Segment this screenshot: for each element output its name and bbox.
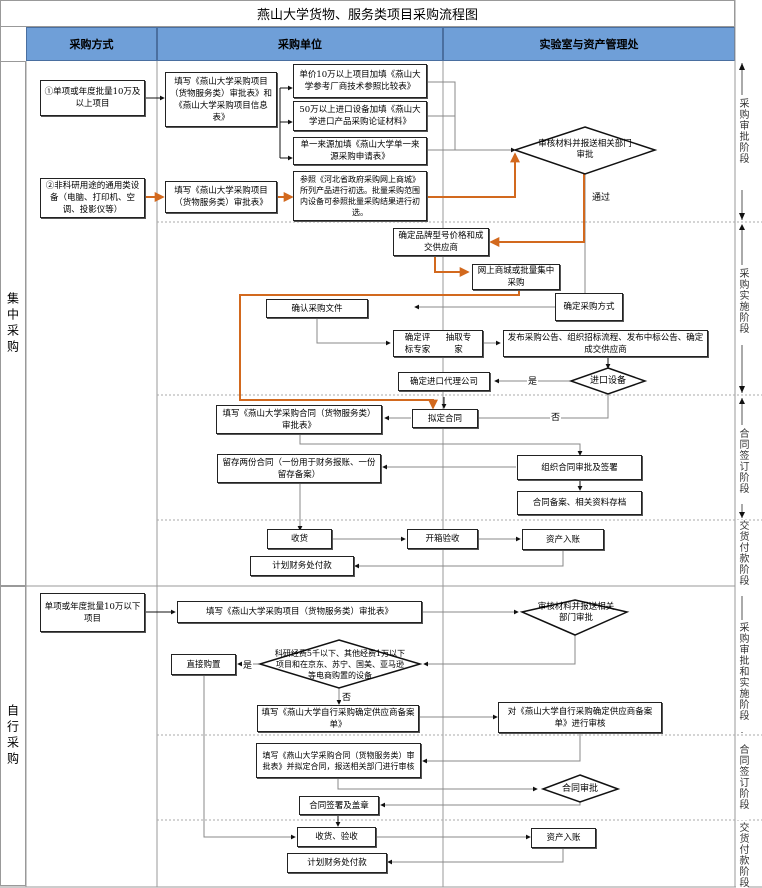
option-single-source[interactable]: 单一来源加填《燕山大学单一来源采购申请表》 bbox=[293, 137, 427, 165]
column-header-unit: 采购单位 bbox=[157, 27, 443, 61]
fill-approval-and-info-forms[interactable]: 填写《燕山大学采购项目（货物服务类）审批表》和《燕山大学采购项目信息表》 bbox=[165, 72, 277, 127]
online-mall-batch-purchase[interactable]: 网上商城或批量集中采购 bbox=[472, 264, 560, 290]
import-equipment-label[interactable]: 进口设备 bbox=[589, 375, 626, 386]
self-receive-inspect[interactable]: 收货、验收 bbox=[297, 827, 376, 847]
publish-tender[interactable]: 发布采购公告、组织招标流程、发布中标公告、确定成交供应商 bbox=[503, 330, 708, 357]
stage-label-self-approval: 采购审批和实施阶段 bbox=[736, 622, 748, 732]
draw-experts: 抽取专家 bbox=[445, 332, 472, 355]
stage-label-approval: 采购审批阶段 bbox=[736, 98, 748, 188]
import-yes-label: 是 bbox=[527, 374, 539, 387]
self-review-label[interactable]: 审核材料并报送相关部门审批 bbox=[537, 602, 615, 623]
stage-label-implementation: 采购实施阶段 bbox=[736, 268, 748, 344]
central-review-label[interactable]: 审核材料并报送相关部门审批 bbox=[538, 139, 632, 160]
confirm-procurement-method[interactable]: 确定采购方式 bbox=[555, 293, 623, 321]
asset-registration[interactable]: 资产入账 bbox=[522, 529, 604, 550]
stage-label-self-delivery: 交货付款阶段 bbox=[736, 822, 748, 888]
stage-label-self-contract: 合同签订阶段 bbox=[736, 744, 748, 820]
lane-label-self: 自行采购 bbox=[0, 586, 26, 886]
confirm-brand-supplier[interactable]: 确定品牌型号价格和成交供应商 bbox=[393, 228, 489, 256]
review-supplier-record[interactable]: 对《燕山大学自行采购确定供应商备案单》进行审核 bbox=[498, 702, 662, 733]
draft-contract[interactable]: 拟定合同 bbox=[412, 409, 478, 428]
open-box-inspection[interactable]: 开箱验收 bbox=[407, 529, 478, 549]
option-import-justification[interactable]: 50万以上进口设备加填《燕山大学进口产品采购论证材料》 bbox=[293, 101, 427, 131]
expert-selection[interactable]: 确定评标专家 抽取专家 bbox=[393, 330, 483, 357]
self-asset-registration[interactable]: 资产入账 bbox=[531, 828, 596, 848]
stage-label-delivery: 交货付款阶段 bbox=[736, 520, 748, 596]
fill-approval-form[interactable]: 填写《燕山大学采购项目（货物服务类）审批表》 bbox=[165, 181, 277, 213]
contract-archive[interactable]: 合同备案、相关资料存档 bbox=[517, 491, 642, 515]
condition-no-label: 否 bbox=[341, 690, 353, 703]
confirm-import-agent[interactable]: 确定进口代理公司 bbox=[398, 372, 490, 391]
pass-label: 通过 bbox=[591, 190, 612, 203]
method-over-100k[interactable]: ①单项或年度批量10万及以上项目 bbox=[40, 80, 145, 116]
self-fill-contract[interactable]: 填写《燕山大学采购合同（货物服务类）审批表》并拟定合同，报送相关部门进行审核 bbox=[256, 743, 421, 778]
self-fill-approval-form[interactable]: 填写《燕山大学采购项目（货物服务类）审批表》 bbox=[177, 601, 422, 623]
confirm-experts: 确定评标专家 bbox=[404, 332, 431, 355]
option-tech-comparison[interactable]: 单价10万以上项目加填《燕山大学参考厂商技术参照比较表》 bbox=[293, 64, 427, 98]
stage-label-contract: 合同签订阶段 bbox=[736, 428, 748, 504]
column-header-method: 采购方式 bbox=[26, 27, 157, 61]
header-corner bbox=[0, 27, 26, 61]
condition-yes-label: 是 bbox=[242, 658, 254, 671]
confirm-procurement-docs[interactable]: 确认采购文件 bbox=[266, 299, 368, 318]
fill-contract-approval[interactable]: 填写《燕山大学采购合同（货物服务类）审批表》 bbox=[216, 405, 382, 434]
keep-contract-copies[interactable]: 留存两份合同（一份用于财务报账、一份留存备案） bbox=[217, 454, 381, 483]
finance-payment[interactable]: 计划财务处付款 bbox=[250, 556, 354, 576]
direct-purchase[interactable]: 直接购置 bbox=[171, 654, 236, 675]
page-title: 燕山大学货物、服务类项目采购流程图 bbox=[0, 0, 735, 27]
column-header-asset-office: 实验室与资产管理处 bbox=[443, 27, 735, 61]
option-online-mall-reference[interactable]: 参照《河北省政府采购网上商城》所列产品进行初选。批量采购范围内设备可参照批量采购… bbox=[293, 171, 427, 221]
organize-contract-signing[interactable]: 组织合同审批及签署 bbox=[517, 455, 642, 480]
self-method-under-100k[interactable]: 单项或年度批量10万以下项目 bbox=[40, 593, 145, 632]
import-no-label: 否 bbox=[550, 410, 562, 423]
contract-review-label[interactable]: 合同审批 bbox=[561, 783, 598, 794]
stage-dividers bbox=[157, 221, 762, 821]
self-finance-payment[interactable]: 计划财务处付款 bbox=[287, 853, 387, 873]
fill-supplier-record[interactable]: 填写《燕山大学自行采购确定供应商备案单》 bbox=[257, 705, 419, 732]
contract-sign-seal[interactable]: 合同签署及盖章 bbox=[299, 796, 379, 815]
self-condition-label[interactable]: 科研经费5千以下、其他经费1万以下项目和在京东、苏宁、国美、亚马逊等电商购置的设… bbox=[274, 648, 406, 680]
receive-goods[interactable]: 收货 bbox=[267, 529, 332, 549]
method-general-equipment[interactable]: ②非科研用途的通用类设备（电脑、打印机、空调、投影仪等） bbox=[40, 178, 145, 218]
lane-label-centralized: 集中采购 bbox=[0, 61, 26, 586]
